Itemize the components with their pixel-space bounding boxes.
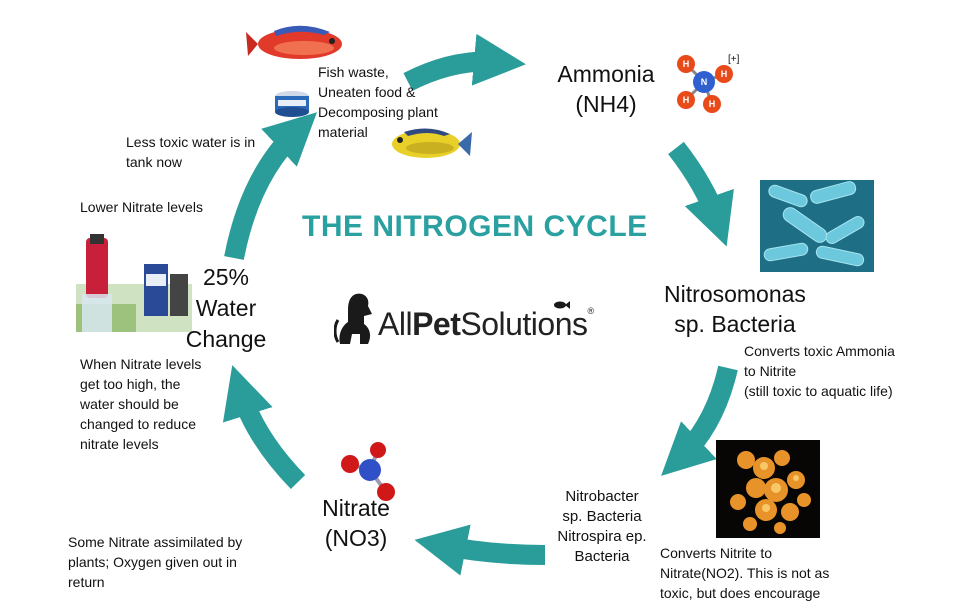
stage-nitrobacter-line: sp. Bacteria bbox=[544, 507, 660, 527]
note-less-toxic-line: tank now bbox=[126, 152, 255, 172]
hydrogen-atom-label: H bbox=[709, 99, 716, 109]
diagram-title: THE NITROGEN CYCLE bbox=[302, 210, 648, 244]
stage-ammonia: Ammonia (NH4) bbox=[540, 60, 672, 120]
note-less-toxic: Less toxic water is in tank now bbox=[126, 132, 255, 172]
note-converts-ammonia: Converts toxic Ammonia to Nitrite (still… bbox=[744, 341, 895, 401]
allpetsolutions-logo: AllPetSolutions® bbox=[334, 288, 624, 348]
note-assimilated-line: return bbox=[68, 572, 242, 592]
stage-water-change-line: Change bbox=[176, 324, 276, 355]
stage-nitrosomonas: Nitrosomonas sp. Bacteria bbox=[646, 280, 824, 340]
logo-text: AllPetSolutions® bbox=[378, 306, 594, 343]
stage-water-change-line: 25% bbox=[176, 262, 276, 293]
logo-text-solutions: Solutions bbox=[460, 306, 587, 342]
logo-text-all: All bbox=[378, 306, 412, 342]
stage-nitrobacter: Nitrobacter sp. Bacteria Nitrospira ep. … bbox=[544, 487, 660, 567]
charge-label: [+] bbox=[728, 54, 740, 65]
stage-water-change-line: Water bbox=[176, 293, 276, 324]
hydrogen-atom-label: H bbox=[683, 95, 690, 105]
arrow-nitrate-to-waterchange bbox=[240, 390, 298, 482]
stage-nitrosomonas-name: Nitrosomonas bbox=[646, 280, 824, 310]
note-converts-nitrite-line: Nitrate(NO2). This is not as bbox=[660, 563, 829, 583]
hydrogen-atom-label: H bbox=[683, 59, 690, 69]
pet-silhouette-icon bbox=[334, 290, 378, 346]
note-when-nitrate: When Nitrate levels get too high, the wa… bbox=[80, 354, 201, 454]
stage-nitrate: Nitrate (NO3) bbox=[296, 494, 416, 554]
logo-text-pet: Pet bbox=[412, 306, 460, 342]
arrow-nitrobacter-to-nitrate bbox=[440, 545, 545, 555]
bacteria-image bbox=[760, 180, 874, 272]
nitrobacter-colony-image bbox=[716, 440, 820, 538]
note-converts-ammonia-line: to Nitrite bbox=[744, 361, 895, 381]
note-assimilated-line: Some Nitrate assimilated by bbox=[68, 532, 242, 552]
note-when-nitrate-line: When Nitrate levels bbox=[80, 354, 201, 374]
ammonia-molecule-icon: N H H H H [+] bbox=[672, 50, 750, 118]
note-converts-ammonia-line: Converts toxic Ammonia bbox=[744, 341, 895, 361]
stage-nitrobacter-line: Nitrospira ep. bbox=[544, 527, 660, 547]
stage-nitrate-formula: (NO3) bbox=[296, 524, 416, 554]
note-assimilated: Some Nitrate assimilated by plants; Oxyg… bbox=[68, 532, 242, 592]
water-change-products-image bbox=[76, 234, 192, 332]
fish-food-can-image bbox=[272, 88, 312, 120]
note-when-nitrate-line: water should be bbox=[80, 394, 201, 414]
stage-nitrosomonas-type: sp. Bacteria bbox=[646, 310, 824, 340]
note-converts-ammonia-line: (still toxic to aquatic life) bbox=[744, 381, 895, 401]
note-fish-waste: Fish waste, Uneaten food & Decomposing p… bbox=[318, 62, 438, 142]
note-fish-waste-line: material bbox=[318, 122, 438, 142]
stage-ammonia-formula: (NH4) bbox=[540, 90, 672, 120]
note-lower-nitrate: Lower Nitrate levels bbox=[80, 197, 203, 217]
hydrogen-atom-label: H bbox=[721, 69, 728, 79]
stage-water-change: 25% Water Change bbox=[176, 262, 276, 355]
note-converts-nitrite: Converts Nitrite to Nitrate(NO2). This i… bbox=[660, 543, 829, 603]
note-fish-waste-line: Decomposing plant bbox=[318, 102, 438, 122]
logo-fish-icon bbox=[554, 300, 570, 310]
note-when-nitrate-line: changed to reduce bbox=[80, 414, 201, 434]
red-fish-image bbox=[244, 22, 352, 66]
note-when-nitrate-line: nitrate levels bbox=[80, 434, 201, 454]
note-fish-waste-line: Fish waste, bbox=[318, 62, 438, 82]
note-when-nitrate-line: get too high, the bbox=[80, 374, 201, 394]
note-converts-nitrite-line: Converts Nitrite to bbox=[660, 543, 829, 563]
stage-nitrobacter-line: Bacteria bbox=[544, 547, 660, 567]
note-converts-nitrite-line: toxic, but does encourage bbox=[660, 583, 829, 603]
note-assimilated-line: plants; Oxygen given out in bbox=[68, 552, 242, 572]
nitrogen-atom-label: N bbox=[701, 77, 708, 87]
stage-nitrate-name: Nitrate bbox=[296, 494, 416, 524]
stage-ammonia-name: Ammonia bbox=[540, 60, 672, 90]
note-fish-waste-line: Uneaten food & bbox=[318, 82, 438, 102]
logo-registered-mark: ® bbox=[588, 306, 594, 316]
arrow-ammonia-to-nitrosomonas bbox=[676, 148, 718, 222]
note-less-toxic-line: Less toxic water is in bbox=[126, 132, 255, 152]
stage-nitrobacter-line: Nitrobacter bbox=[544, 487, 660, 507]
